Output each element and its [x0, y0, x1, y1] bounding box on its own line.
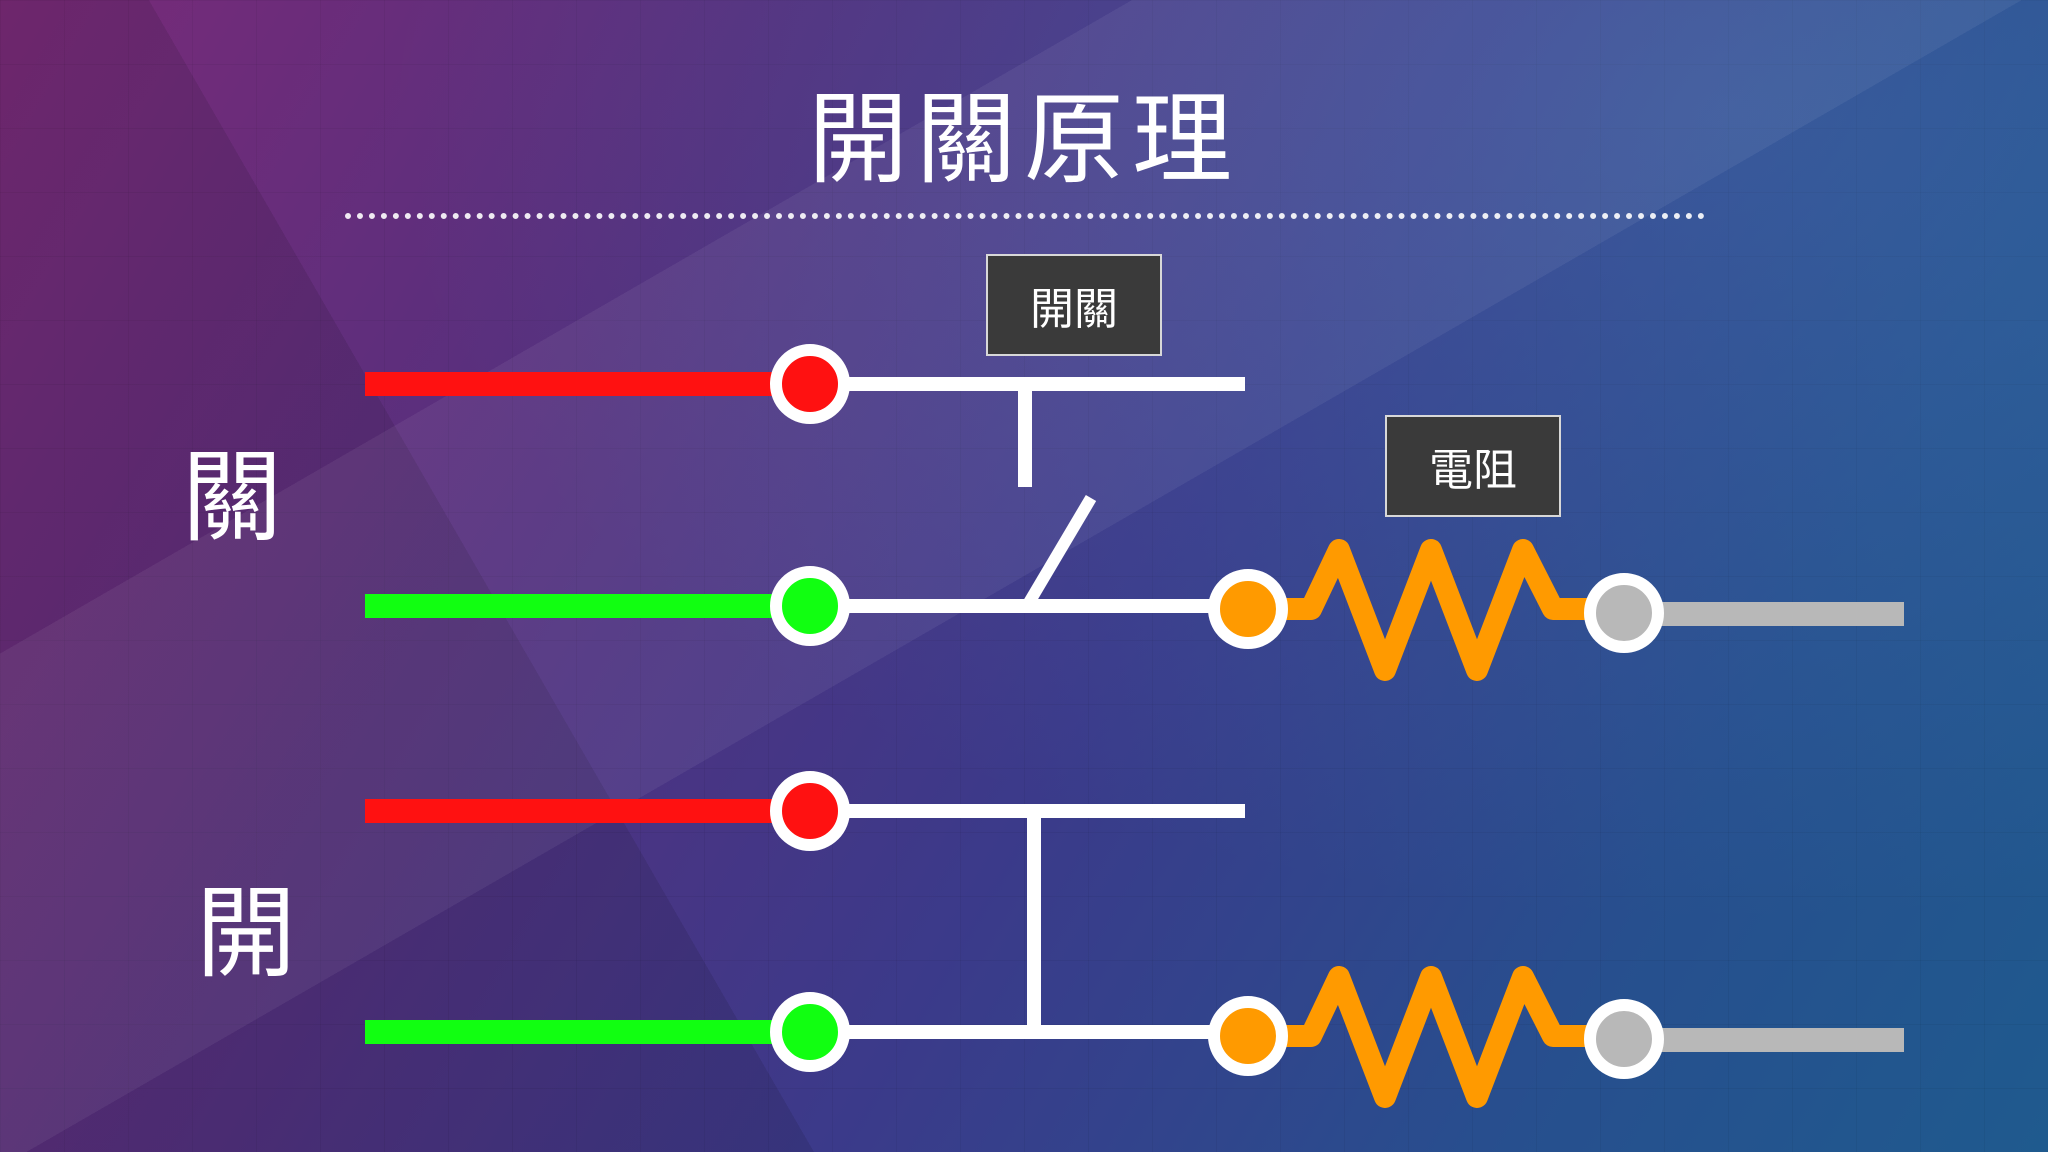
- red-terminal-off: [770, 344, 850, 424]
- resistor-off: [1237, 539, 1635, 681]
- switch-tag: 開關: [986, 254, 1162, 356]
- gray-terminal-off: [1584, 573, 1664, 653]
- green-terminal-on: [770, 992, 850, 1072]
- resistor-tag: 電阻: [1385, 415, 1561, 517]
- resistor-on: [1237, 966, 1635, 1108]
- circuit-on: [365, 771, 1904, 1108]
- title-divider: [345, 213, 1705, 219]
- orange-terminal-off: [1208, 569, 1288, 649]
- state-label-on: 開: [196, 875, 296, 992]
- green-terminal-off: [770, 566, 850, 646]
- switch-lever-open: [1021, 494, 1097, 610]
- page-title: 開關原理: [808, 81, 1240, 198]
- gray-terminal-on: [1584, 999, 1664, 1079]
- circuit-off: [365, 344, 1904, 681]
- orange-terminal-on: [1208, 996, 1288, 1076]
- red-terminal-on: [770, 771, 850, 851]
- state-label-off: 關: [182, 439, 282, 556]
